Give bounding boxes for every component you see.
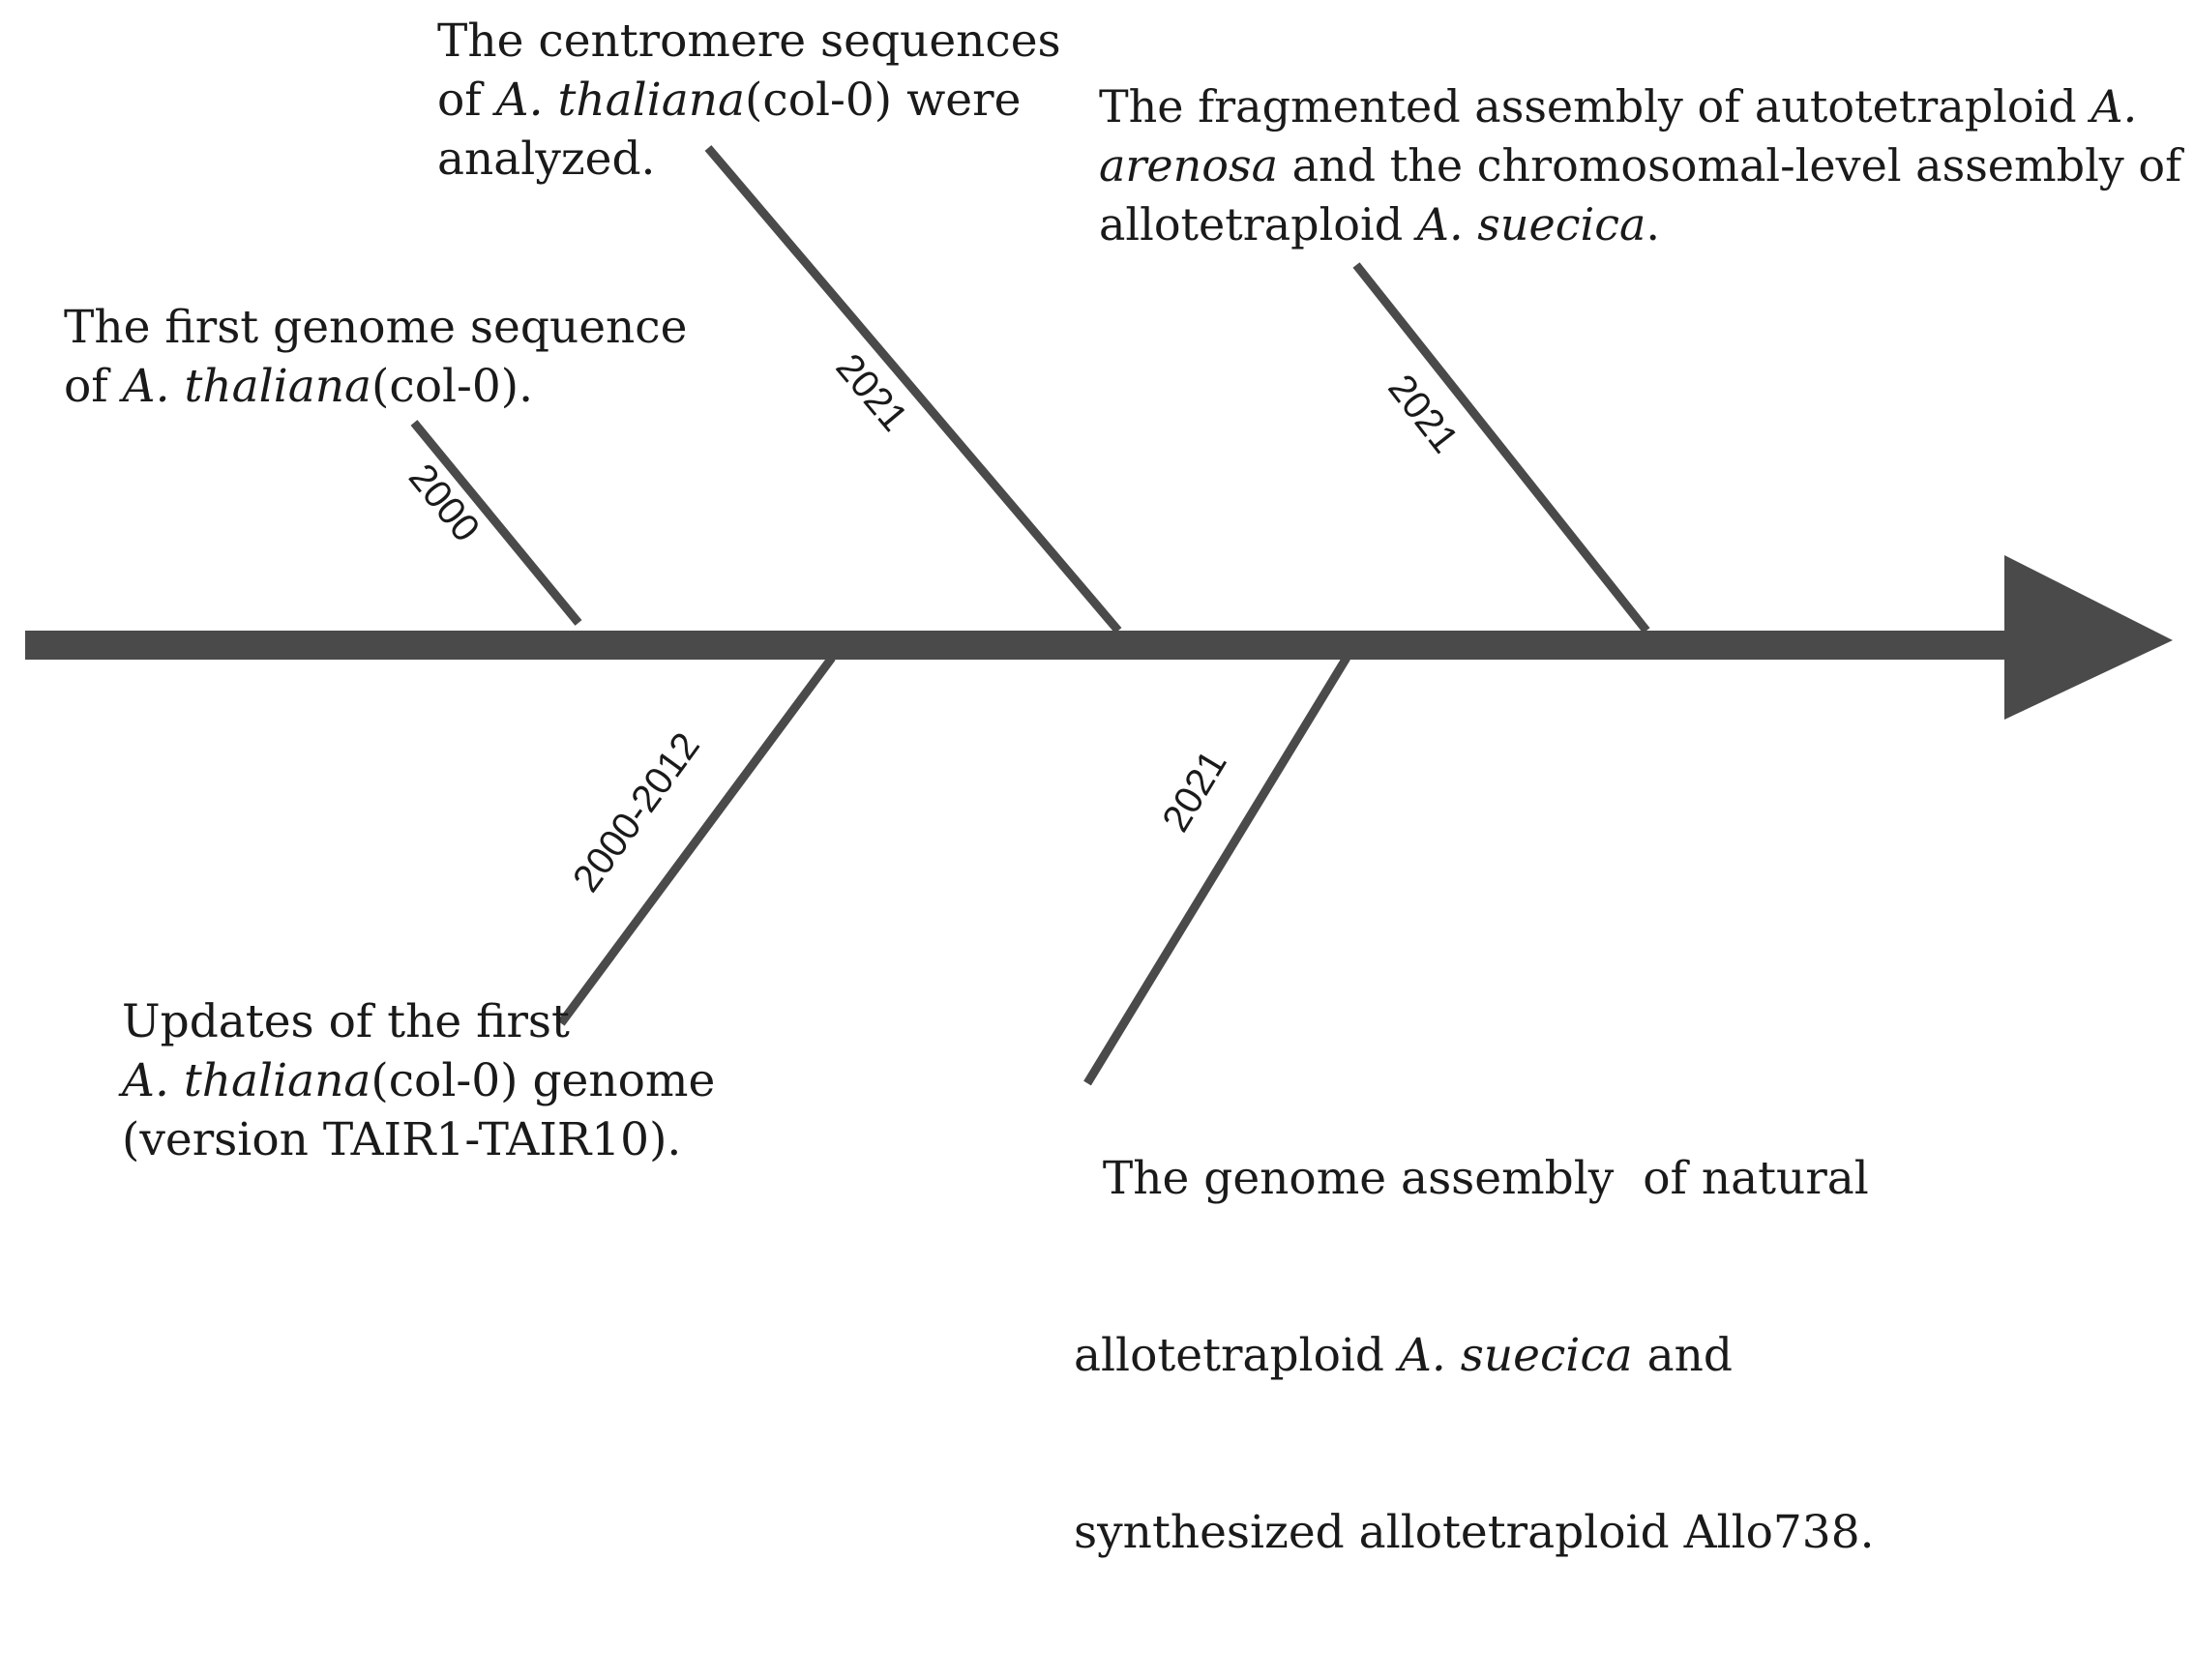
branch-first-genome [410, 420, 582, 626]
event-line: The fragmented assembly of autotetraploi… [1099, 80, 2138, 133]
event-label-centromere: The centromere sequences of A. thaliana(… [437, 12, 1061, 189]
event-label-allo738: The genome assembly of natural allotetra… [1074, 1031, 1875, 1680]
branch-centromere [704, 145, 1122, 634]
event-label-arenosa-suecica: The fragmented assembly of autotetraploi… [1099, 77, 2181, 254]
timeline-graphic [25, 145, 2173, 1086]
branch-tair-updates [557, 655, 836, 1026]
event-line: The first genome sequence [64, 301, 688, 354]
event-line: synthesized allotetraploid Allo738. [1074, 1506, 1875, 1559]
event-line: analyzed. [437, 133, 656, 186]
fishbone-timeline: The first genome sequence of A. thaliana… [25, 12, 2181, 1559]
event-label-tair-updates: Updates of the first A. thaliana(col-0) … [122, 992, 715, 1169]
branch-allo738 [1083, 655, 1350, 1086]
event-line: Updates of the first [122, 995, 570, 1048]
timeline-arrowhead [2004, 555, 2173, 720]
event-line: arenosa and the chromosomal-level assemb… [1099, 139, 2182, 192]
branch-arenosa-suecica [1352, 262, 1650, 634]
event-line: allotetraploid A. suecica and [1074, 1329, 1733, 1382]
event-line: The genome assembly of natural [1074, 1152, 1869, 1205]
event-line: (version TAIR1-TAIR10). [122, 1113, 682, 1166]
event-line: of A. thaliana(col-0) were [437, 74, 1022, 127]
event-line: The centromere sequences [437, 15, 1061, 68]
event-line: of A. thaliana(col-0). [64, 360, 534, 413]
event-label-first-genome: The first genome sequence of A. thaliana… [64, 298, 687, 416]
event-line: allotetraploid A. suecica. [1099, 198, 1661, 251]
event-line: A. thaliana(col-0) genome [122, 1054, 716, 1107]
timeline-axis [25, 631, 2022, 660]
